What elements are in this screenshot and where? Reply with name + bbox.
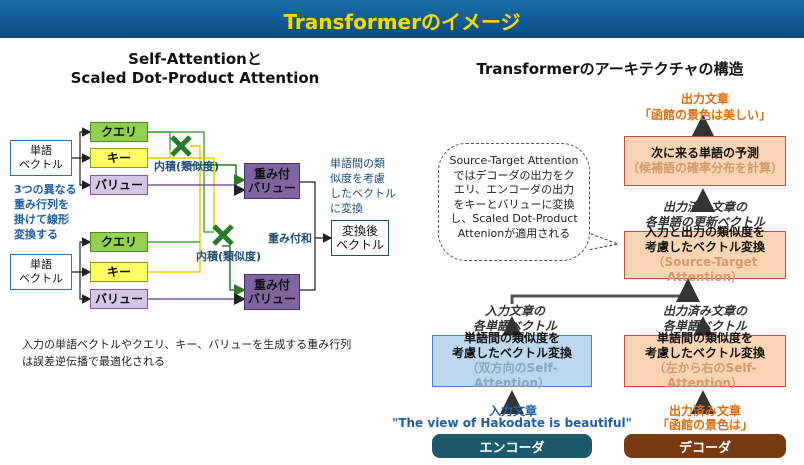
query-box-1: クエリ	[90, 122, 148, 142]
encoder-vector-label: 入力文章の 各単語ベクトル	[472, 304, 557, 333]
encoder-self-attention-box: 単語間の類似度を 考慮したベクトル変換 （双方向のSelf-Attention）	[432, 331, 592, 390]
source-target-box-line1: 入力と出力の類似度を 考慮したベクトル変換	[644, 225, 765, 254]
encoder-label: エンコーダ	[432, 434, 592, 458]
input-sentence-label: 入力文章	[488, 404, 537, 418]
key-box-2: キー	[90, 262, 148, 282]
right-title: Transformerのアーキテクチャの構造	[476, 60, 744, 78]
dot-product-label-1: 内積(類似度)	[154, 160, 220, 173]
multiply-x-icon-2	[212, 224, 234, 246]
word-vector-box-2: 単語 ベクトル	[10, 254, 72, 290]
left-title-line1: Self-Attentionと	[128, 50, 262, 68]
left-title: Self-Attentionと Scaled Dot-Product Atten…	[10, 50, 380, 88]
query-box-2: クエリ	[90, 232, 148, 252]
updated-vector-label: 出力済み文章の 各単語の更新ベクトル	[644, 200, 765, 229]
weighted-value-box-2: 重み付 バリュー	[244, 274, 300, 310]
weighted-value-box-1: 重み付 バリュー	[244, 163, 300, 199]
value-box-2: バリュー	[90, 289, 148, 309]
decoder-vector-label: 出力済み文章の 各単語ベクトル	[662, 304, 747, 333]
footnote: 入力の単語ベクトルやクエリ、キー、バリューを生成する重み行列 は誤差逆伝播で最適…	[22, 338, 352, 368]
multiply-x-icon-1	[170, 135, 192, 157]
header-title: Transformerのイメージ	[283, 10, 521, 34]
predict-box-line2: （候補語の確率分布を計算）	[626, 161, 783, 175]
decoder-self-attention-box: 単語間の類似度を 考慮したベクトル変換 （左から右のSelf-Attention…	[624, 331, 786, 390]
decoder-label: デコーダ	[624, 434, 786, 458]
decoder-box-line2: （左から右のSelf-Attention）	[653, 361, 757, 390]
key-box-1: キー	[90, 148, 148, 168]
source-target-box-line2: （Source-Target Attention）	[652, 255, 758, 284]
decoder-input-label: 出力済み文章	[668, 404, 741, 418]
predict-box-line1: 次に来る単語の予測	[650, 146, 759, 160]
value-box-1: バリュー	[90, 175, 148, 195]
source-target-box: 入力と出力の類似度を 考慮したベクトル変換 （Source-Target Att…	[624, 225, 786, 284]
similarity-note: 単語間の類 似度を考慮 したベクトル に変換	[330, 157, 396, 215]
weighted-sum-label: 重み付和	[268, 232, 312, 245]
word-vector-box-1: 単語 ベクトル	[10, 140, 72, 176]
input-sentence: "The view of Hakodate is beautiful"	[392, 416, 632, 430]
output-sentence: 「函館の景色は美しい」	[638, 108, 771, 122]
left-title-line2: Scaled Dot-Product Attention	[70, 69, 320, 87]
output-sentence-label: 出力文章	[680, 92, 729, 106]
decoder-input: 「函館の景色は」	[656, 418, 753, 432]
dot-product-label-2: 内積(類似度)	[196, 250, 262, 263]
linear-transform-note: 3つの異なる 重み行列を 掛けて線形 変換する	[14, 183, 77, 241]
transformed-vector-box: 変換後 ベクトル	[331, 220, 389, 256]
encoder-box-line2: （双方向のSelf-Attention）	[466, 361, 558, 390]
decoder-box-line1: 単語間の類似度を 考慮したベクトル変換	[644, 331, 765, 360]
encoder-box-line1: 単語間の類似度を 考慮したベクトル変換	[451, 331, 572, 360]
source-target-bubble: Source-Target Attention ではデコーダの出力をク エリ、エ…	[438, 143, 590, 261]
header-bar	[0, 0, 804, 38]
predict-box: 次に来る単語の予測 （候補語の確率分布を計算）	[624, 136, 786, 186]
